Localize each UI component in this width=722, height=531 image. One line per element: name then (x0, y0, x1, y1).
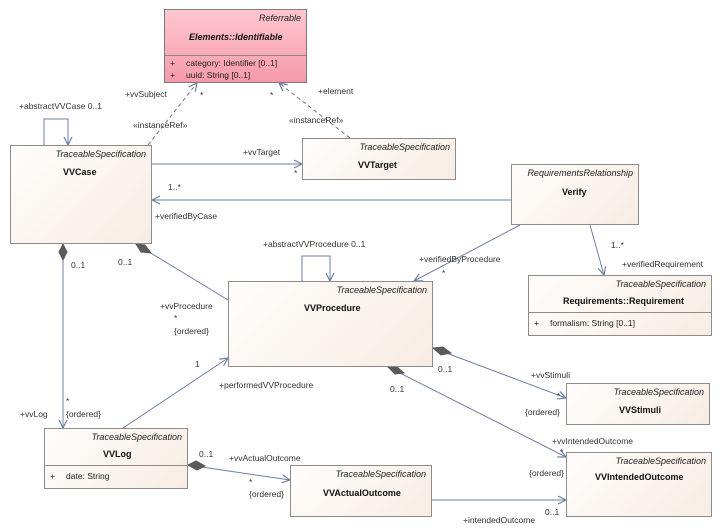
vvstimuli-stereotype: TraceableSpecification (613, 387, 704, 397)
vvlog-attribute-date: +date: String (50, 471, 110, 481)
label-star-verify-proc: * (442, 268, 446, 278)
label-star-target: * (294, 168, 298, 178)
label-ordered-intended: {ordered} (529, 468, 564, 478)
vvlog-separator (45, 465, 187, 466)
vvcase-name: VVCase (63, 167, 97, 177)
label-mult-verify-req: 1..* (611, 240, 624, 250)
class-vvcase[interactable]: TraceableSpecification VVCase (10, 145, 152, 244)
vvlog-vvactual-diamond (186, 460, 207, 471)
identifiable-attribute-category: +category: Identifier [0..1] (170, 58, 278, 68)
class-requirement[interactable]: TraceableSpecification Requirements::Req… (528, 275, 712, 336)
label-abstract-vvprocedure: +abstractVVProcedure 0..1 (263, 239, 366, 249)
identifiable-name: Elements::Identifiable (189, 32, 283, 42)
label-ordered-log: {ordered} (66, 409, 101, 419)
label-vvsubject: +vvSubject (125, 89, 167, 99)
vvcase-stereotype: TraceableSpecification (55, 149, 146, 159)
vvactualoutcome-name: VVActualOutcome (323, 488, 401, 498)
label-instanceref-subject: «instanceRef» (133, 120, 188, 130)
vvprocedure-vvintended-composition (387, 366, 566, 457)
label-instanceref-element: «instanceRef» (289, 115, 344, 125)
label-mult-proc-stimuli: 0..1 (438, 364, 453, 374)
vvcase-vvprocedure-diamond (135, 243, 153, 254)
class-vvtarget[interactable]: TraceableSpecification VVTarget (302, 138, 456, 180)
label-vvlog-role: +vvLog (20, 409, 48, 419)
label-vvprocedure-role: +vvProcedure (160, 301, 213, 311)
label-performed-procedure: +performedVVProcedure (219, 380, 314, 390)
label-vvintended-role: +vvIntendedOutcome (552, 436, 634, 446)
vvsubject-dependency (147, 83, 197, 146)
vvstimuli-name: VVStimuli (619, 405, 662, 415)
label-mult-intended-outcome: 0..1 (545, 507, 560, 517)
label-star-log: * (66, 396, 70, 406)
identifiable-separator (165, 55, 306, 56)
verify-name: Verify (562, 187, 587, 197)
label-mult-proc-intended: 0..1 (390, 384, 405, 394)
class-vvintendedoutcome[interactable]: TraceableSpecification VVIntendedOutcome (566, 452, 712, 517)
label-star-proc: * (174, 313, 178, 323)
vvtarget-name: VVTarget (358, 160, 397, 170)
label-vvtarget-role: +vvTarget (243, 147, 281, 157)
class-vvactualoutcome[interactable]: TraceableSpecification VVActualOutcome (290, 465, 432, 517)
label-star-actual: * (249, 477, 253, 487)
vvintendedoutcome-stereotype: TraceableSpecification (615, 456, 706, 466)
vvlog-vvprocedure-association (119, 358, 228, 431)
label-mult-verify-case: 1..* (168, 182, 181, 192)
label-star-subject: * (200, 90, 204, 100)
verify-requirement-association (589, 224, 604, 275)
label-abstract-vvcase: +abstractVVCase 0..1 (19, 101, 102, 111)
vvactualoutcome-stereotype: TraceableSpecification (335, 469, 426, 479)
abstract-vvprocedure-self-association (301, 255, 330, 281)
label-vvactual-role: +vvActualOutcome (229, 453, 301, 463)
label-mult-case-proc: 0..1 (118, 257, 133, 267)
requirement-name: Requirements::Requirement (563, 296, 685, 306)
vvprocedure-vvstimuli-composition (432, 347, 566, 398)
vvlog-stereotype: TraceableSpecification (91, 432, 182, 442)
requirement-stereotype: TraceableSpecification (615, 279, 706, 289)
label-star-intended: * (560, 447, 564, 457)
label-vvstimuli-role: +vvStimuli (531, 370, 570, 380)
label-star-element: * (270, 90, 274, 100)
class-vvlog[interactable]: TraceableSpecification VVLog +date: Stri… (44, 428, 188, 489)
vvlog-name: VVLog (103, 449, 132, 459)
requirement-separator (529, 312, 711, 313)
class-identifiable[interactable]: Referrable Elements::Identifiable +categ… (164, 9, 307, 83)
element-dependency (279, 83, 351, 139)
label-element: +element (318, 86, 354, 96)
verify-stereotype: RequirementsRelationship (527, 168, 633, 178)
vvtarget-stereotype: TraceableSpecification (359, 142, 450, 152)
label-verified-by-case: +verifiedByCase (155, 211, 218, 221)
abstract-vvcase-self-association (43, 118, 68, 145)
vvprocedure-name: VVProcedure (304, 303, 361, 313)
vvprocedure-vvstimuli-diamond (431, 346, 453, 356)
vvcase-vvlog-diamond (58, 242, 68, 262)
label-verified-requirement: +verifiedRequirement (622, 259, 704, 269)
requirement-attribute-formalism: +formalism: String [0..1] (534, 318, 636, 328)
vvprocedure-vvintended-diamond (386, 366, 406, 375)
label-ordered-stimuli: {ordered} (525, 407, 560, 417)
label-mult-case-log: 0..1 (71, 260, 86, 270)
label-intended-outcome-role: +intendedOutcome (463, 515, 536, 525)
label-verified-by-procedure: +verifiedByProcedure (419, 254, 501, 264)
label-mult-log-proc: 1 (195, 359, 200, 369)
label-ordered-proc: {ordered} (174, 326, 209, 336)
identifiable-attribute-uuid: +uuid: String [0..1] (170, 70, 251, 80)
vvprocedure-stereotype: TraceableSpecification (336, 285, 427, 295)
label-star-stimuli: * (557, 391, 561, 401)
vvlog-vvactual-composition (187, 464, 290, 480)
label-ordered-actual: {ordered} (249, 489, 284, 499)
class-vvprocedure[interactable]: TraceableSpecification VVProcedure (228, 281, 433, 367)
identifiable-stereotype: Referrable (258, 13, 301, 23)
class-vvstimuli[interactable]: TraceableSpecification VVStimuli (566, 383, 710, 425)
verify-vvprocedure-association (414, 224, 521, 281)
class-verify[interactable]: RequirementsRelationship Verify (511, 164, 639, 225)
label-mult-log-actual: 0..1 (199, 449, 214, 459)
vvintendedoutcome-name: VVIntendedOutcome (595, 472, 684, 482)
